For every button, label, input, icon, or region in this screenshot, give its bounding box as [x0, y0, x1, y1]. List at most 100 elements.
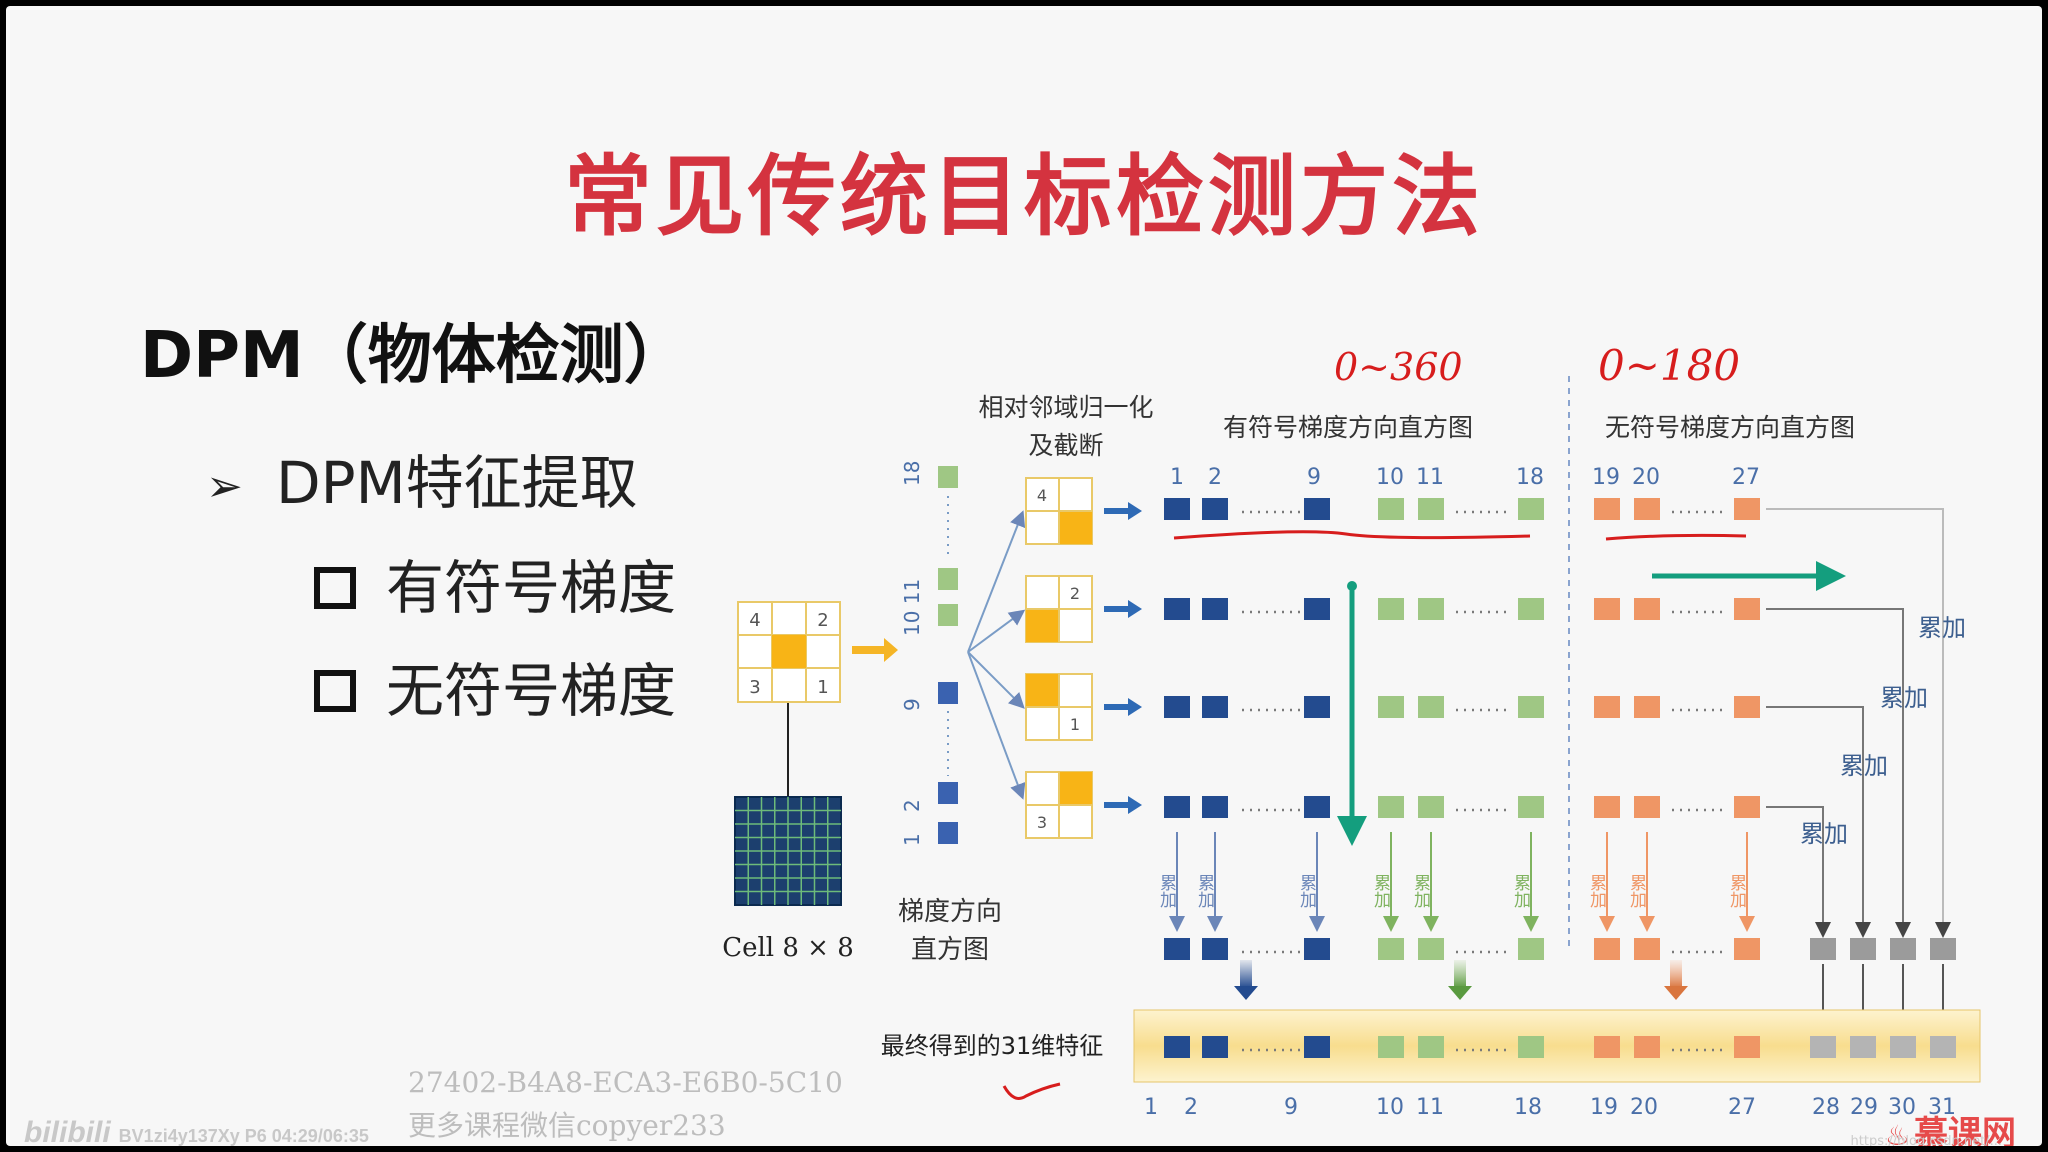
feature-bin [1418, 1036, 1444, 1058]
feature-bin [1518, 1036, 1544, 1058]
feature-bin [1304, 696, 1330, 718]
norm-cell-number: 4 [1037, 486, 1047, 505]
norm-cell-number: 3 [1037, 813, 1047, 832]
handwritten-unsigned-range: 0~180 [1598, 341, 1740, 390]
accumulate-label: 累加 [1626, 874, 1647, 908]
hist-bin-label: 10 11 [900, 579, 924, 636]
cell-number: 3 [749, 677, 760, 698]
dpm-feature-diagram: Cell 8 × 8 4 2 3 1 18 10 [722, 341, 1981, 1120]
bin-number: 9 [1307, 465, 1321, 490]
bin-number: 19 [1592, 465, 1620, 490]
feature-bin [1164, 1036, 1190, 1058]
hist-bin-label: 2 [900, 799, 924, 812]
feature-bin [1418, 598, 1444, 620]
final-number: 1 [1144, 1095, 1158, 1120]
accumulate-label: 累加 [1840, 752, 1888, 780]
section-heading: DPM（物体检测） [140, 319, 688, 393]
feature-bin [1734, 796, 1760, 818]
feature-bin [1594, 1036, 1620, 1058]
square-bullet-icon [314, 566, 356, 609]
feature-bin [1518, 498, 1544, 520]
feature-bin [1634, 598, 1660, 620]
final-number: 10 [1376, 1095, 1404, 1120]
accumulate-label: 累加 [1880, 684, 1928, 712]
player-info-text: BV1zi4y137Xy P6 04:29/06:35 [118, 1126, 369, 1146]
feature-bin [1594, 498, 1620, 520]
red-checkmark [1002, 1082, 1061, 1100]
feature-bin [1890, 1036, 1916, 1058]
final-number: 29 [1850, 1095, 1878, 1120]
feature-bin [1304, 498, 1330, 520]
arrow-bullet-icon: ➢ [206, 461, 243, 513]
cell-grid-image [734, 796, 842, 906]
final-number: 2 [1184, 1095, 1198, 1120]
red-underline-signed [1173, 530, 1531, 540]
bullet-unsigned: 无符号梯度 [314, 644, 676, 728]
feature-bin [1378, 1036, 1404, 1058]
final-number: 18 [1514, 1095, 1542, 1120]
norm-label-line2: 及截断 [1028, 431, 1103, 460]
feature-bin [1518, 696, 1544, 718]
blue-arrow-icon [1104, 796, 1142, 814]
square-bullet-icon [314, 669, 356, 712]
bin-number: 27 [1732, 465, 1760, 490]
feature-bin [1418, 796, 1444, 818]
feature-bin [1202, 938, 1228, 960]
feature-bin [1304, 1036, 1330, 1058]
red-underline-unsigned [1605, 533, 1747, 541]
feature-bin [1930, 1036, 1956, 1058]
gradient-histogram-column: 18 10 11 9 2 1 [900, 461, 958, 846]
hist-label-line2: 直方图 [911, 935, 989, 965]
feature-bin [1634, 696, 1660, 718]
final-number: 31 [1928, 1095, 1956, 1120]
feature-bin [1594, 696, 1620, 718]
feature-bin [1734, 598, 1760, 620]
feature-bin [1734, 696, 1760, 718]
feature-bin [1734, 1036, 1760, 1058]
final-number: 9 [1284, 1095, 1298, 1120]
bullet-signed-text: 有符号梯度 [386, 554, 677, 622]
handwritten-signed-range: 0~360 [1334, 345, 1463, 389]
cell-label: Cell 8 × 8 [722, 933, 854, 963]
feature-bin [1518, 796, 1544, 818]
brand-name: 慕课网 [1914, 1114, 2016, 1146]
feature-bin [1164, 696, 1190, 718]
accumulate-label: 累加 [1194, 874, 1215, 908]
accumulate-label: 累加 [1296, 874, 1317, 908]
feature-bin [1594, 598, 1620, 620]
norm-block: 3 [1025, 771, 1142, 839]
slide: 常见传统目标检测方法 DPM（物体检测） ➢DPM特征提取 有符号梯度 无符号梯… [6, 6, 2042, 1146]
bullet-main: ➢ DPM特征提取 [206, 436, 638, 520]
norm-block: 4 [1025, 477, 1142, 545]
bullet-main-text: DPM特征提取 [276, 449, 638, 517]
fan-lines [967, 510, 1026, 800]
bullet-unsigned-text: 无符号梯度 [386, 657, 677, 725]
yellow-arrow-icon [852, 638, 898, 662]
feature-bin [1304, 598, 1330, 620]
final-number: 28 [1812, 1095, 1840, 1120]
final-feature-band [1133, 1009, 1981, 1083]
norm-block: 1 [1025, 673, 1142, 741]
norm-cell-number: 1 [1070, 715, 1080, 734]
feature-bin [1202, 696, 1228, 718]
watermark-wechat: 更多课程微信copyer233 [408, 1109, 726, 1142]
hist-bin-label: 1 [900, 833, 924, 846]
feature-bin [1418, 938, 1444, 960]
feature-bin [1734, 498, 1760, 520]
flame-icon: ♨ [1884, 1119, 1910, 1146]
feature-bin [1930, 938, 1956, 960]
feature-bin [1378, 598, 1404, 620]
accumulate-label: 累加 [1918, 614, 1966, 642]
feature-bin [1634, 938, 1660, 960]
histogram-rows: 累加累加累加累加累加累加累加累加累加 [1156, 498, 1956, 960]
accumulate-label: 累加 [1410, 874, 1431, 908]
feature-bin [1202, 796, 1228, 818]
accumulate-label: 累加 [1800, 820, 1848, 848]
feature-bin [1164, 498, 1190, 520]
unsigned-title: 无符号梯度方向直方图 [1605, 413, 1855, 442]
feature-bin [1418, 696, 1444, 718]
accumulate-label: 累加 [1586, 874, 1607, 908]
